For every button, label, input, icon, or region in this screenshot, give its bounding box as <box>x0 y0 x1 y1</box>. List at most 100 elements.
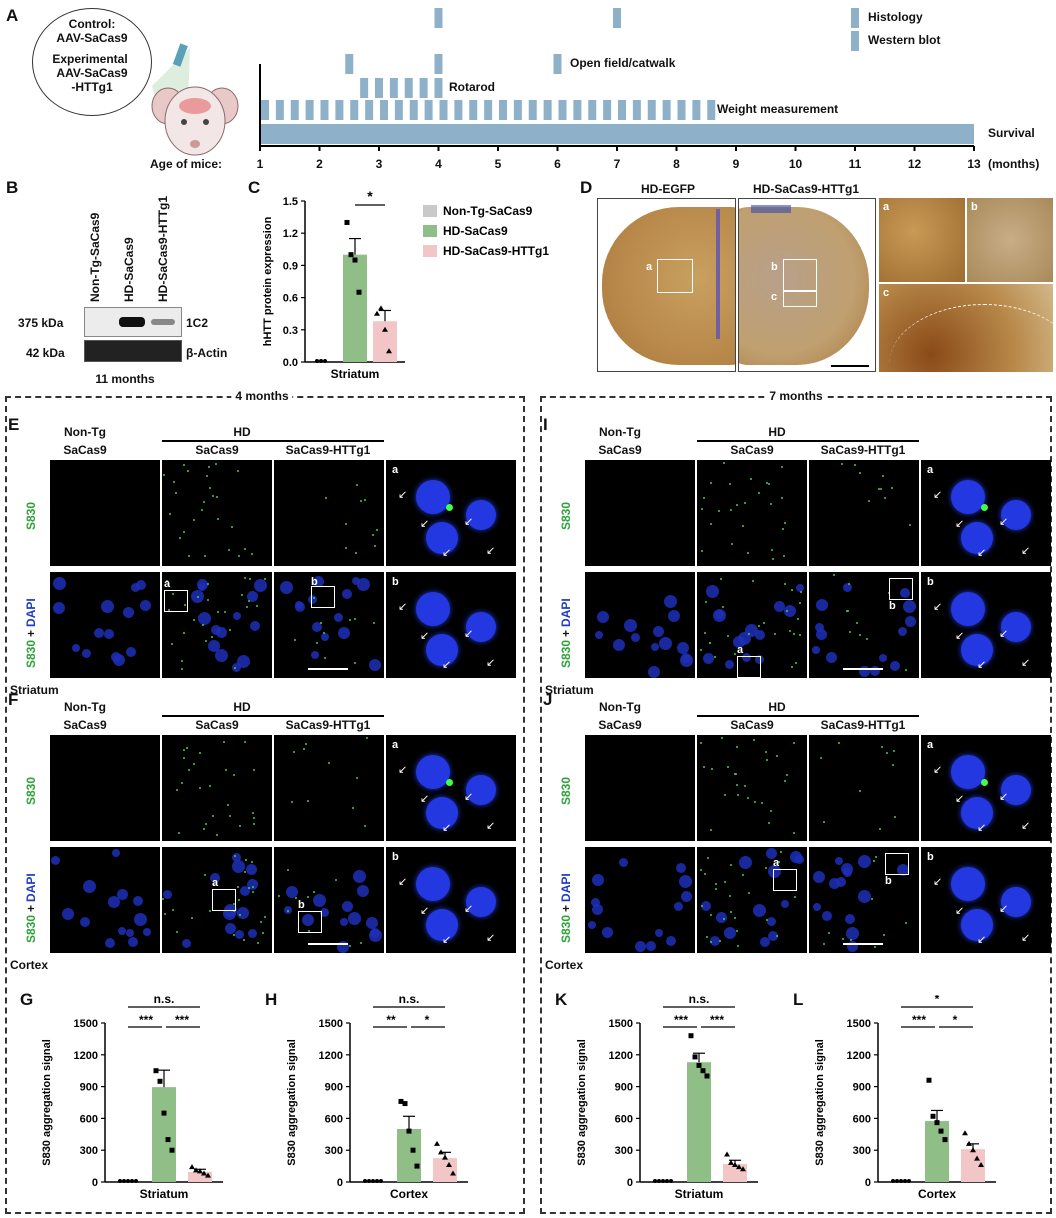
group-legend-circle <box>32 8 152 116</box>
nucleus <box>835 857 843 865</box>
signal-dot <box>209 785 211 787</box>
nucleus <box>313 894 326 907</box>
nucleus <box>858 890 871 903</box>
inset-label: b <box>392 576 399 588</box>
signal-dot <box>823 821 825 823</box>
point-triangle <box>205 1172 211 1178</box>
col-label-nontg-sacas9: SaCas9 <box>63 718 107 732</box>
legend-survival: Survival <box>988 126 1035 140</box>
signal-dot <box>748 633 750 635</box>
region-label: Striatum <box>545 683 594 697</box>
box-c <box>783 291 817 307</box>
signal-dot <box>216 496 218 498</box>
nucleus <box>117 889 128 900</box>
weight-mark <box>588 100 597 120</box>
y-tick-label: 1200 <box>319 1050 343 1062</box>
signal-dot <box>879 828 881 830</box>
legend-western-swatch <box>851 31 859 51</box>
arrow-icon: ↙ <box>999 516 1009 528</box>
arrow-icon: ↙ <box>977 659 987 671</box>
kda-42: 42 kDa <box>26 346 65 360</box>
arrow-icon: ↙ <box>955 518 965 530</box>
point-square <box>344 219 350 225</box>
col-label-sacas9: SaCas9 <box>195 718 239 732</box>
arrow-icon: ↙ <box>464 628 474 640</box>
point-circle <box>899 1179 903 1183</box>
nucleus <box>108 896 120 908</box>
nucleus <box>342 589 352 599</box>
signal-dot <box>854 464 856 466</box>
signal-dot <box>354 662 356 664</box>
signal-dot <box>754 801 756 803</box>
nucleus <box>134 913 147 926</box>
arrow-icon: ↙ <box>398 764 408 776</box>
signal-dot <box>193 763 195 765</box>
inset-label: a <box>392 739 399 751</box>
nucleus <box>898 627 907 636</box>
nucleus <box>858 855 871 868</box>
signal-dot <box>766 482 768 484</box>
nucleus <box>126 647 136 657</box>
signal-dot <box>229 629 231 631</box>
signal-dot <box>193 519 195 521</box>
arrow-icon: ↙ <box>977 822 987 834</box>
point-circle <box>122 1179 126 1183</box>
signal-dot <box>718 510 720 512</box>
arrow-icon: ↙ <box>420 630 430 642</box>
signal-dot <box>700 742 702 744</box>
nucleus <box>767 917 776 926</box>
signal-dot <box>797 618 799 620</box>
row-label-s830: S830 <box>559 776 573 805</box>
signal-dot <box>253 769 255 771</box>
signal-dot <box>710 941 712 943</box>
weight-mark <box>439 100 448 120</box>
nucleus <box>680 654 693 667</box>
signal-dot <box>360 500 362 502</box>
nucleus <box>664 595 677 608</box>
signal-dot <box>211 636 213 638</box>
point-triangle <box>966 1140 972 1146</box>
micrograph-r1-c2: b <box>809 572 919 678</box>
y-tick-label: 1500 <box>609 1018 633 1030</box>
signal-dot <box>791 666 793 668</box>
inset-nucleus <box>416 592 450 626</box>
point-triangle <box>450 1170 456 1176</box>
micrograph-r0-c2 <box>809 460 919 566</box>
month-label: 6 <box>554 157 561 171</box>
nucleus <box>247 879 258 890</box>
inset-nucleus <box>951 592 985 626</box>
point-triangle <box>978 1162 984 1168</box>
signal-dot <box>325 497 327 499</box>
point-triangle <box>736 1164 742 1170</box>
signal-dot <box>707 857 709 859</box>
signal-dot <box>372 534 374 536</box>
y-tick-label: 600 <box>853 1113 871 1125</box>
nucleus <box>815 623 824 632</box>
signal-dot <box>734 773 736 775</box>
arrow-icon: ↙ <box>398 876 408 888</box>
legend-label: HD-SaCas9-HTTg1 <box>443 244 549 258</box>
panel-label-g: G <box>20 990 34 1009</box>
signal-dot <box>892 764 894 766</box>
signal-dot <box>233 774 235 776</box>
y-tick-label: 1500 <box>74 1018 98 1030</box>
weight-mark <box>305 100 314 120</box>
sig-label-right: * <box>953 1013 958 1027</box>
signal-dot <box>171 643 173 645</box>
signal-dot <box>260 921 262 923</box>
nucleus <box>812 646 820 654</box>
nucleus <box>123 607 134 618</box>
nucleus <box>237 907 249 919</box>
zoom-box-label: a <box>212 877 219 889</box>
point-circle <box>657 1179 661 1183</box>
col-label-hd: HD <box>768 425 786 439</box>
signal-dot <box>727 635 729 637</box>
signal-dot <box>701 905 703 907</box>
signal-dot <box>217 611 219 613</box>
point-triangle <box>442 1154 448 1160</box>
weight-mark <box>707 100 716 120</box>
nucleus <box>676 863 686 873</box>
signal-dot <box>781 466 783 468</box>
nucleus <box>588 921 596 929</box>
signal-dot <box>720 578 722 580</box>
